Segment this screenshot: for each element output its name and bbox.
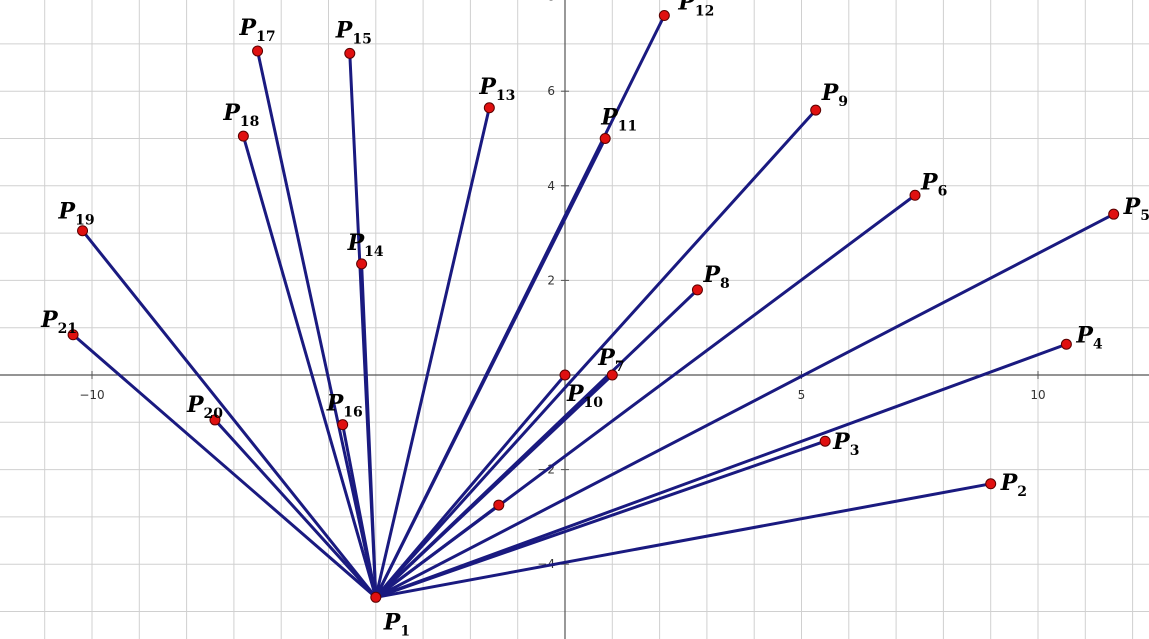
point-p6 [909, 189, 921, 201]
point-p20 [209, 414, 221, 426]
point-label-p8: P8 [702, 262, 729, 292]
segment-p1-10 [374, 373, 567, 599]
point-label-p1: P1 [383, 609, 410, 639]
point-label-p2: P2 [1000, 470, 1027, 500]
point-p10 [559, 369, 571, 381]
segment-p1-unlabeled [374, 503, 501, 599]
segment-p1-4 [374, 342, 1068, 599]
segment-p1-21 [71, 333, 378, 599]
y-tick-label: 6 [547, 84, 555, 98]
point-label-p21: P21 [40, 307, 77, 337]
points [67, 10, 1120, 603]
segment-p1-5 [374, 212, 1116, 599]
point-p13 [483, 102, 495, 114]
point-label-p17: P17 [239, 15, 276, 45]
point-p11 [599, 133, 611, 144]
point-label-p14: P14 [347, 230, 384, 260]
point-p4 [1060, 338, 1072, 350]
point-label-p19: P19 [58, 199, 95, 229]
point-label-p6: P6 [920, 169, 947, 199]
segment-p1-2 [374, 482, 993, 599]
segment-p1-18 [241, 134, 378, 599]
point-label-p10: P10 [566, 381, 603, 411]
point-p3 [819, 435, 831, 447]
point-p12 [658, 10, 670, 22]
point-label-p7: P7 [597, 345, 624, 375]
point-label-p18: P18 [222, 100, 259, 130]
segment-p1-15 [348, 51, 378, 599]
y-tick-label: 4 [547, 179, 555, 193]
point-label-p11: P11 [600, 105, 637, 135]
point-p18 [237, 130, 249, 142]
point-p5 [1108, 208, 1120, 220]
point-p9 [810, 104, 822, 116]
segment-p1-19 [81, 229, 378, 599]
point-label-p15: P15 [335, 17, 372, 47]
y-tick-label: 8 [547, 0, 555, 4]
point-label-p9: P9 [821, 80, 848, 110]
segment-p1-8 [374, 288, 699, 599]
point-p19 [77, 225, 89, 237]
point-unlabeled [493, 499, 505, 511]
segment-p1-13 [374, 106, 491, 599]
point-p7 [606, 369, 618, 381]
segment-p1-12 [374, 14, 666, 599]
x-tick-label: 5 [798, 388, 806, 402]
segment-p1-9 [374, 108, 818, 599]
point-label-p12: P12 [677, 0, 714, 20]
point-p14 [356, 258, 368, 270]
point-label-p4: P4 [1075, 322, 1103, 352]
point-label-p16: P16 [326, 391, 363, 421]
y-tick-label: 2 [547, 273, 555, 287]
segments [71, 14, 1116, 599]
point-label-p5: P5 [1123, 194, 1149, 224]
segment-p1-17 [256, 49, 378, 599]
segment-p1-20 [213, 418, 378, 599]
x-tick-label: 10 [1030, 388, 1045, 402]
point-p15 [344, 47, 356, 59]
point-label-p13: P13 [478, 74, 515, 104]
point-label-p3: P3 [832, 429, 859, 459]
point-p1 [370, 591, 382, 603]
point-p17 [252, 45, 264, 57]
x-tick-label: −10 [79, 388, 104, 402]
point-p2 [985, 478, 997, 490]
point-label-p20: P20 [186, 392, 223, 422]
point-p16 [337, 419, 349, 431]
point-p21 [67, 329, 79, 341]
point-p8 [691, 284, 703, 296]
